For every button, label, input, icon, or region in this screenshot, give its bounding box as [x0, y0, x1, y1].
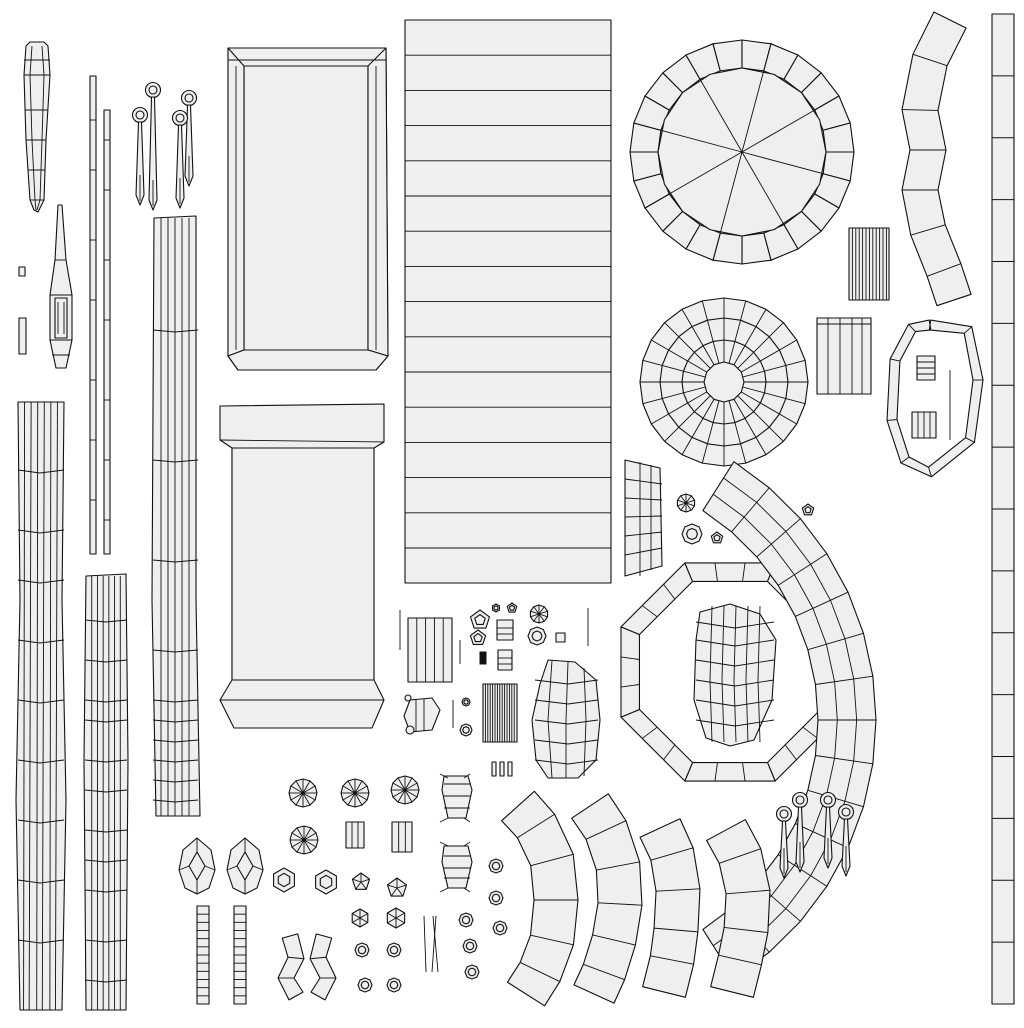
bevelled-panel-top — [228, 48, 388, 370]
bottom-fan-discs — [289, 774, 472, 892]
tall-rail-strips — [90, 76, 110, 554]
rounded-frame — [887, 320, 983, 477]
wave-ribbon — [902, 12, 971, 306]
concentric-dome — [640, 298, 808, 466]
plank-stack — [405, 20, 611, 583]
blade-island — [19, 205, 72, 368]
kidney-grid — [532, 660, 600, 778]
ribbed-column-mid — [84, 574, 128, 1010]
segment-strip — [992, 14, 1014, 1004]
striped-block-2 — [817, 318, 871, 394]
ribbed-column-left — [16, 402, 66, 1010]
small-ring-bits — [355, 859, 507, 992]
ring-pin-cluster — [133, 83, 197, 211]
tapered-handle-island — [24, 42, 50, 212]
cone-panel — [625, 460, 662, 576]
crystal-gems — [179, 838, 407, 928]
ribbed-column-right — [152, 216, 200, 816]
arc-segments — [502, 791, 770, 1006]
striped-block-1 — [849, 228, 889, 300]
bevelled-panel-bottom — [220, 404, 384, 728]
radial-disc — [630, 40, 854, 264]
